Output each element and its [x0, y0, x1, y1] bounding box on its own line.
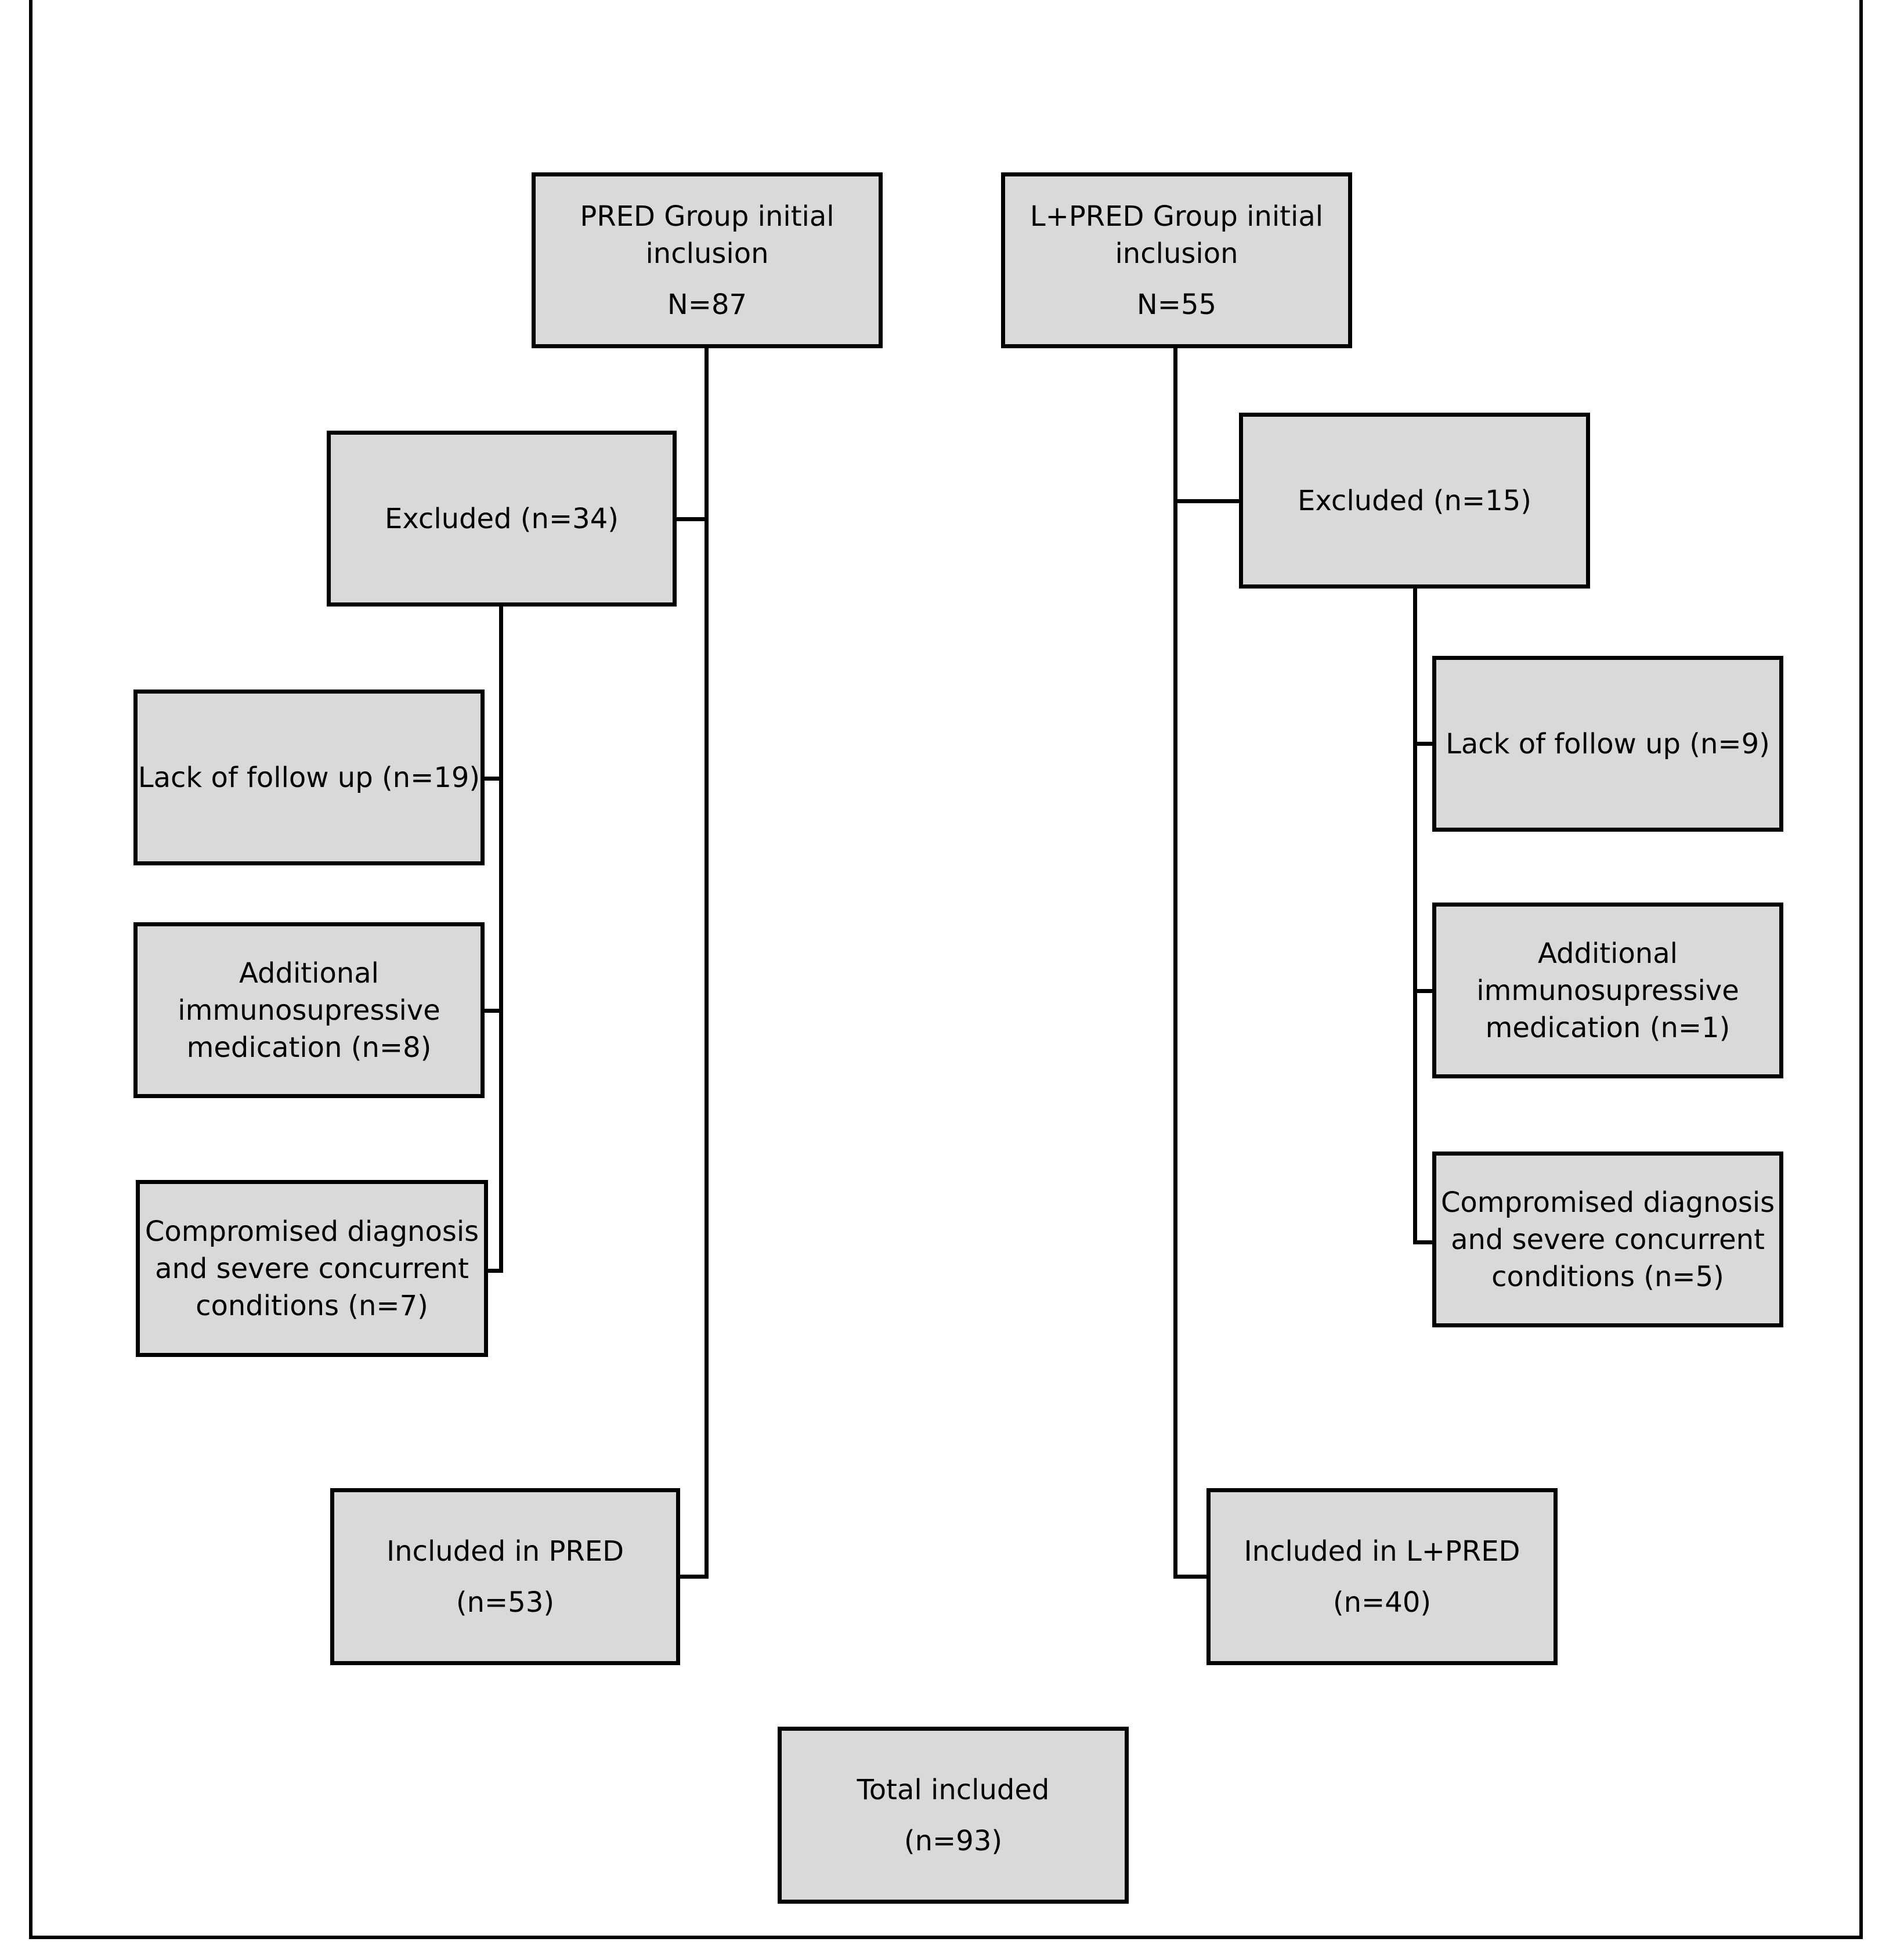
pred-comp-label-line2: and severe concurrent	[155, 1252, 469, 1285]
pred-immuno-label-line3: medication (n=8)	[186, 1031, 432, 1064]
lpred-immuno-label-line3: medication (n=1)	[1485, 1011, 1731, 1044]
pred-comp-label-line1: Compromised diagnosis	[144, 1215, 479, 1248]
pred-immuno-label-line1: Additional	[239, 956, 379, 990]
total-included-label: Total included	[857, 1773, 1050, 1806]
pred-immunosuppressive-box: Additional immunosupressive medication (…	[133, 922, 485, 1098]
lpred-comp-label-line3: conditions (n=5)	[1491, 1260, 1724, 1293]
lpred-initial-count: N=55	[1136, 288, 1217, 321]
lpred-excluded-connector	[1173, 499, 1242, 503]
lpred-immunosuppressive-box: Additional immunosupressive medication (…	[1432, 903, 1783, 1078]
pred-lack-follow-up-label: Lack of follow up (n=19)	[138, 761, 481, 794]
pred-initial-label-line2: inclusion	[645, 237, 769, 270]
pred-included-label: Included in PRED	[386, 1535, 624, 1568]
lpred-comp-label-line1: Compromised diagnosis	[1440, 1186, 1775, 1219]
lpred-included-label: Included in L+PRED	[1244, 1535, 1520, 1568]
lpred-lack-follow-up-box: Lack of follow up (n=9)	[1432, 656, 1783, 832]
pred-excluded-box: Excluded (n=34)	[327, 431, 677, 607]
pred-included-box: Included in PRED (n=53)	[330, 1488, 680, 1665]
lpred-excluded-box: Excluded (n=15)	[1239, 413, 1590, 589]
lpred-lack-follow-up-connector	[1413, 742, 1436, 746]
lpred-included-count: (n=40)	[1332, 1586, 1432, 1619]
lpred-immuno-label-line2: immunosupressive	[1476, 974, 1739, 1007]
pred-lack-follow-up-box: Lack of follow up (n=19)	[133, 690, 485, 865]
pred-initial-count: N=87	[667, 288, 747, 321]
pred-excluded-label: Excluded (n=34)	[385, 502, 619, 535]
pred-lack-follow-up-connector	[481, 777, 503, 781]
pred-initial-label-line1: PRED Group initial	[580, 200, 834, 233]
total-included-box: Total included (n=93)	[778, 1727, 1129, 1904]
pred-immuno-connector	[481, 1009, 503, 1013]
lpred-excluded-branch-connector	[1413, 584, 1417, 1244]
pred-compromised-connector	[485, 1269, 503, 1273]
lpred-main-connector	[1173, 345, 1177, 1579]
outer-frame	[29, 0, 1863, 1939]
lpred-included-connector	[1173, 1575, 1209, 1579]
pred-main-connector	[705, 345, 709, 1579]
lpred-included-box: Included in L+PRED (n=40)	[1206, 1488, 1558, 1665]
pred-excluded-branch-connector	[499, 602, 503, 1273]
lpred-immuno-connector	[1413, 989, 1436, 993]
pred-included-count: (n=53)	[456, 1586, 555, 1619]
pred-compromised-diagnosis-box: Compromised diagnosis and severe concurr…	[136, 1180, 488, 1357]
pred-initial-inclusion-box: PRED Group initial inclusion N=87	[532, 172, 883, 348]
lpred-compromised-diagnosis-box: Compromised diagnosis and severe concurr…	[1432, 1152, 1783, 1327]
lpred-initial-label-line1: L+PRED Group initial	[1029, 200, 1324, 233]
lpred-lack-follow-up-label: Lack of follow up (n=9)	[1446, 727, 1770, 760]
pred-excluded-connector	[673, 517, 709, 521]
pred-included-connector	[677, 1575, 709, 1579]
lpred-compromised-connector	[1413, 1240, 1436, 1244]
lpred-initial-inclusion-box: L+PRED Group initial inclusion N=55	[1001, 172, 1352, 348]
pred-comp-label-line3: conditions (n=7)	[196, 1289, 428, 1322]
total-included-count: (n=93)	[904, 1824, 1003, 1857]
pred-immuno-label-line2: immunosupressive	[178, 994, 440, 1027]
lpred-excluded-label: Excluded (n=15)	[1298, 484, 1531, 517]
lpred-comp-label-line2: and severe concurrent	[1451, 1223, 1765, 1256]
lpred-immuno-label-line1: Additional	[1538, 937, 1678, 970]
lpred-initial-label-line2: inclusion	[1115, 237, 1238, 270]
